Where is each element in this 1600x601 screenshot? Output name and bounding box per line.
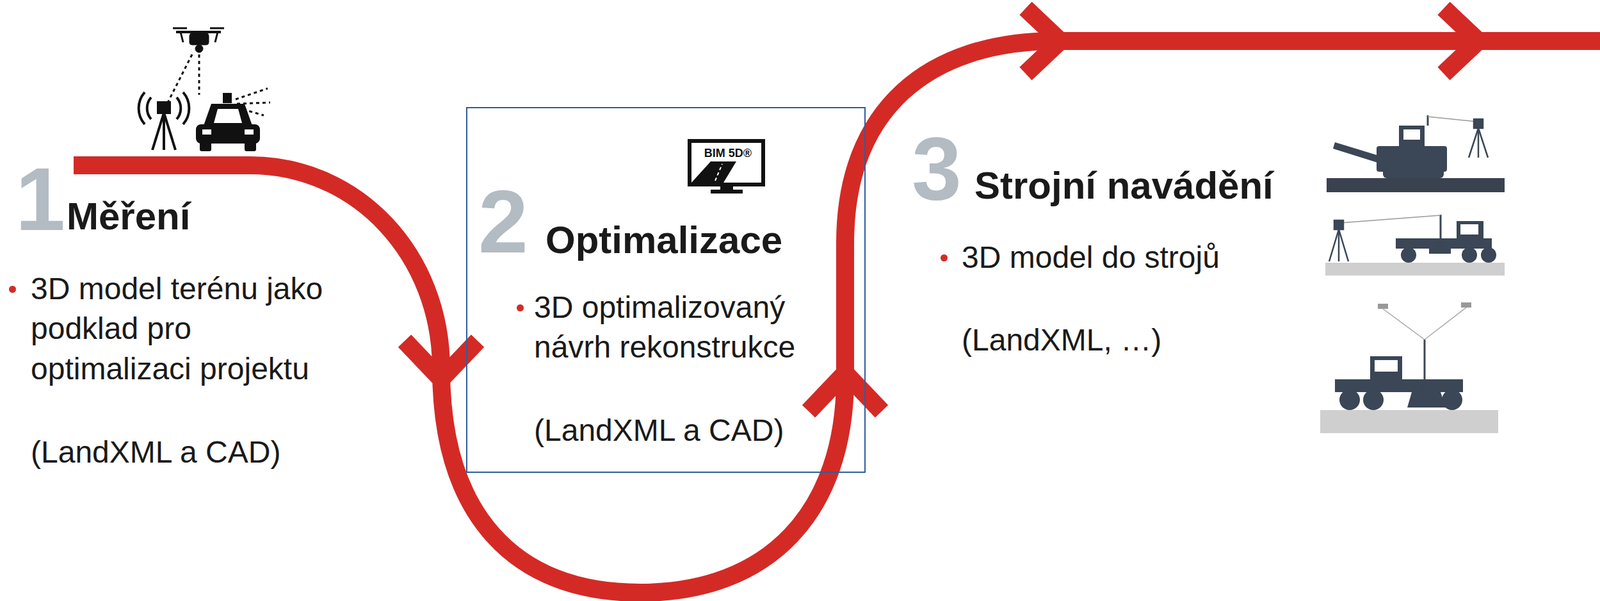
step-title: Optimalizace <box>545 220 783 260</box>
gnss-grader <box>1320 302 1499 433</box>
drone-icon <box>195 44 203 53</box>
step-description: 3D optimalizovaný návrh rekonstrukce <box>533 287 829 368</box>
car-icon <box>195 124 260 144</box>
tripod-icon <box>138 92 145 125</box>
car-icon <box>213 108 243 123</box>
total-station <box>1329 229 1339 262</box>
gnss-grader <box>1320 409 1499 433</box>
total-station <box>1338 229 1349 262</box>
tripod-icon <box>176 97 181 120</box>
total-station <box>1478 128 1488 158</box>
total-station <box>1477 128 1480 158</box>
format-note: (LandXML, …) <box>961 320 1162 360</box>
grader-machine <box>1480 247 1497 263</box>
total-station <box>1338 229 1341 262</box>
gnss-grader <box>1424 307 1467 340</box>
tripod-icon <box>138 92 190 150</box>
grader-machine <box>1325 262 1505 276</box>
format-note: (LandXML a CAD) <box>30 432 281 472</box>
monitor-icon <box>691 161 737 183</box>
step-number: 2 <box>478 176 529 267</box>
grader-machine <box>1456 220 1484 243</box>
gnss-grader <box>1377 303 1389 309</box>
gnss-grader <box>1363 389 1384 410</box>
total-station <box>1468 119 1488 158</box>
car-icon <box>202 129 212 135</box>
step-title: Strojní navádění <box>974 166 1274 205</box>
milling-machine <box>1382 167 1444 178</box>
tripod-icon <box>183 92 189 125</box>
drone-icon <box>215 32 218 43</box>
grader-machine <box>1439 214 1442 249</box>
monitor-icon <box>689 140 764 185</box>
gnss-grader <box>1339 389 1360 410</box>
drone-icon <box>172 28 225 53</box>
step-number: 1 <box>15 154 66 244</box>
monitor-icon <box>715 163 723 181</box>
bullet-dot <box>516 304 524 312</box>
tripod-icon <box>163 112 176 150</box>
scan-dots <box>236 102 271 104</box>
process-line <box>808 372 882 412</box>
gnss-grader <box>1370 355 1403 382</box>
drone-icon <box>189 33 209 45</box>
drone-icon <box>176 30 221 34</box>
grader-machine <box>1400 247 1417 263</box>
step-description: 3D model terénu jako podklad pro optimal… <box>30 268 351 389</box>
milling-machine <box>1326 177 1505 193</box>
tripod-icon <box>158 102 170 113</box>
format-note: (LandXML a CAD) <box>533 410 784 451</box>
scan-dots <box>235 88 268 100</box>
grader-machine <box>1460 224 1479 235</box>
gnss-grader <box>1382 308 1425 340</box>
car-icon <box>222 92 232 104</box>
process-line <box>1443 8 1479 74</box>
drone-icon <box>172 27 187 30</box>
grader-machine <box>1429 248 1451 254</box>
tripod-icon <box>152 112 164 150</box>
gnss-grader <box>1407 391 1446 408</box>
process-line <box>1025 8 1061 74</box>
total-station <box>1473 119 1483 129</box>
bullet-dot <box>940 254 948 262</box>
scan-dots <box>167 54 193 103</box>
gnss-grader <box>1374 359 1398 372</box>
tripod-icon <box>147 97 152 120</box>
car-icon <box>199 140 212 152</box>
monitor-caption: BIM 5D® <box>692 146 764 161</box>
total-station <box>1468 128 1479 158</box>
gnss-grader <box>1423 339 1426 392</box>
bullet-dot <box>8 285 17 293</box>
gnss-grader <box>1461 302 1472 308</box>
step-description: 3D model do strojů <box>961 237 1321 278</box>
step-box: BIM 5D® 2 Optimalizace 3D optimalizovaný ná… <box>466 106 866 473</box>
monitor-icon <box>710 189 743 194</box>
total-station <box>1334 220 1344 230</box>
drone-icon <box>180 32 184 43</box>
car-icon <box>195 92 260 152</box>
car-icon <box>203 103 253 126</box>
milling-machine <box>1326 115 1505 193</box>
total-station <box>1329 220 1349 262</box>
drone-icon <box>210 27 225 30</box>
scan-dots <box>198 54 201 95</box>
milling-machine <box>1403 129 1421 140</box>
car-icon <box>244 129 254 135</box>
grader-machine <box>1339 215 1441 223</box>
process-line <box>73 40 1600 593</box>
milling-machine <box>1398 125 1425 148</box>
grader-machine <box>1461 247 1478 263</box>
monitor-icon <box>689 140 764 194</box>
grader-machine <box>1325 214 1505 276</box>
car-icon <box>244 140 257 152</box>
milling-machine <box>1427 116 1478 122</box>
step-number: 3 <box>911 123 962 214</box>
step-title: Měření <box>66 197 191 236</box>
